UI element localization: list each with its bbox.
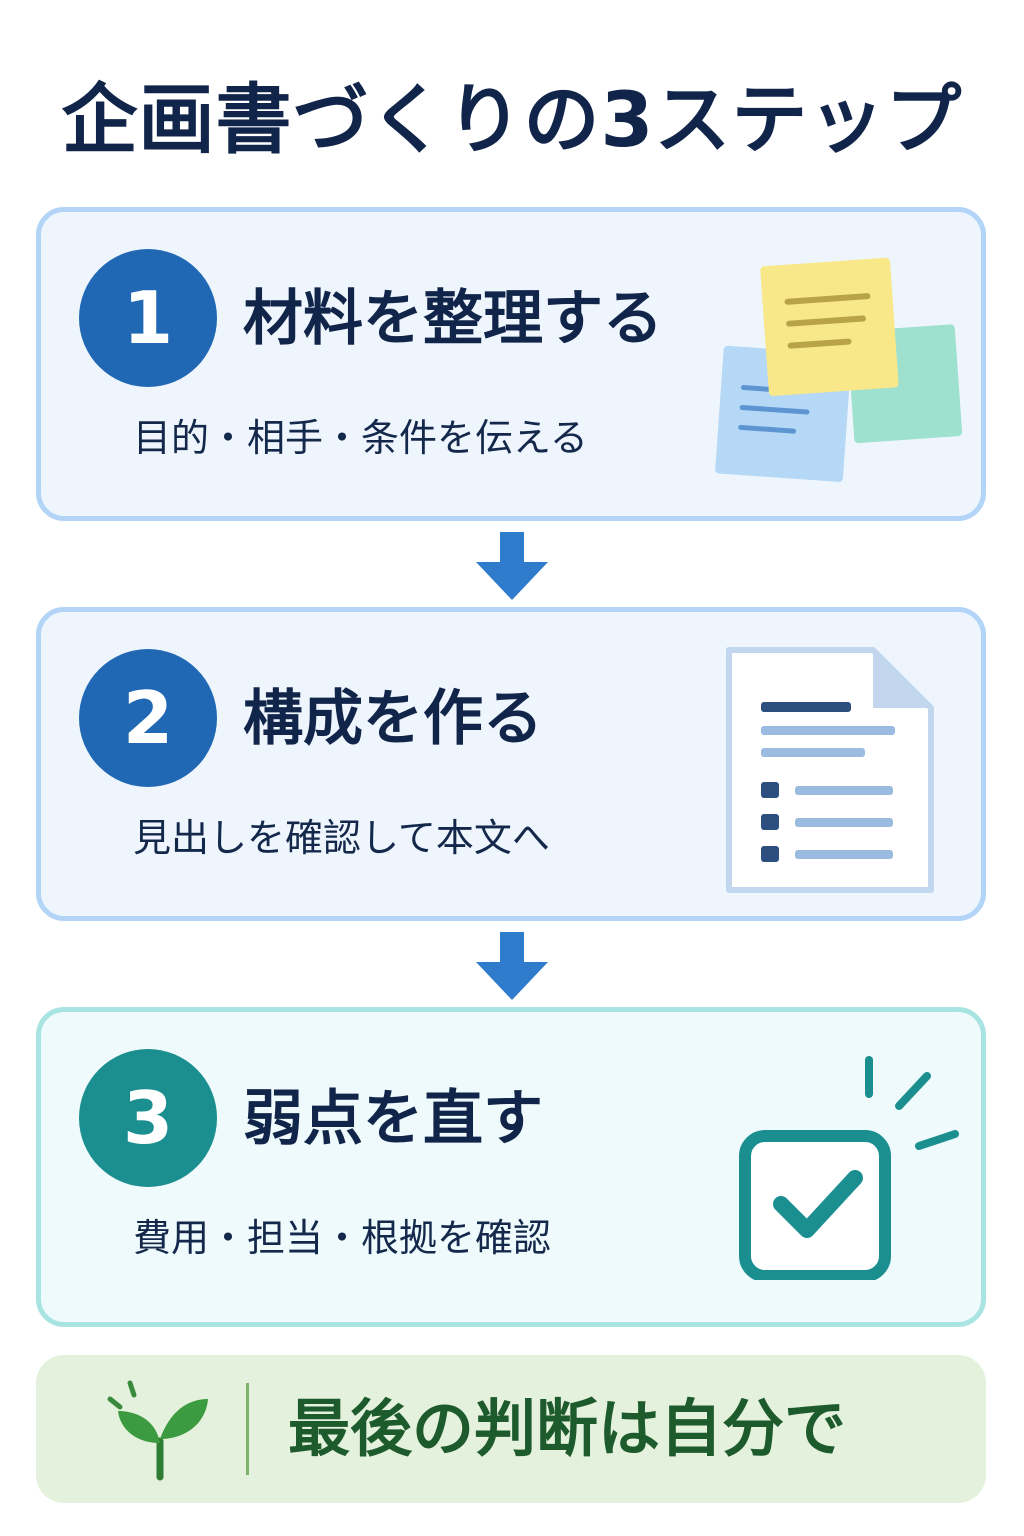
step-number-badge: 3	[79, 1049, 217, 1187]
step-description: 費用・担当・根拠を確認	[133, 1216, 552, 1260]
step-card-3: 3 弱点を直す 費用・担当・根拠を確認	[36, 1007, 986, 1327]
down-arrow-icon	[476, 532, 548, 600]
conclusion-banner: 最後の判断は自分で	[36, 1355, 986, 1503]
sticky-notes-icon	[715, 257, 963, 482]
document-outline-icon	[726, 647, 934, 893]
step-card-2: 2 構成を作る 見出しを確認して本文へ	[36, 607, 986, 921]
divider	[246, 1383, 249, 1475]
step-heading: 構成を作る	[243, 684, 543, 754]
page-title: 企画書づくりの3ステップ	[61, 75, 963, 164]
step-description: 見出しを確認して本文へ	[133, 816, 550, 860]
checkbox-check-icon	[739, 1056, 959, 1280]
step-heading: 材料を整理する	[243, 284, 663, 354]
step-number-badge: 1	[79, 249, 217, 387]
down-arrow-icon	[476, 932, 548, 1000]
step-card-1: 1 材料を整理する 目的・相手・条件を伝える	[36, 207, 986, 521]
step-description: 目的・相手・条件を伝える	[133, 416, 588, 460]
sprout-icon	[107, 1380, 208, 1481]
step-number-badge: 2	[79, 649, 217, 787]
step-heading: 弱点を直す	[243, 1084, 543, 1154]
conclusion-text: 最後の判断は自分で	[288, 1392, 847, 1465]
